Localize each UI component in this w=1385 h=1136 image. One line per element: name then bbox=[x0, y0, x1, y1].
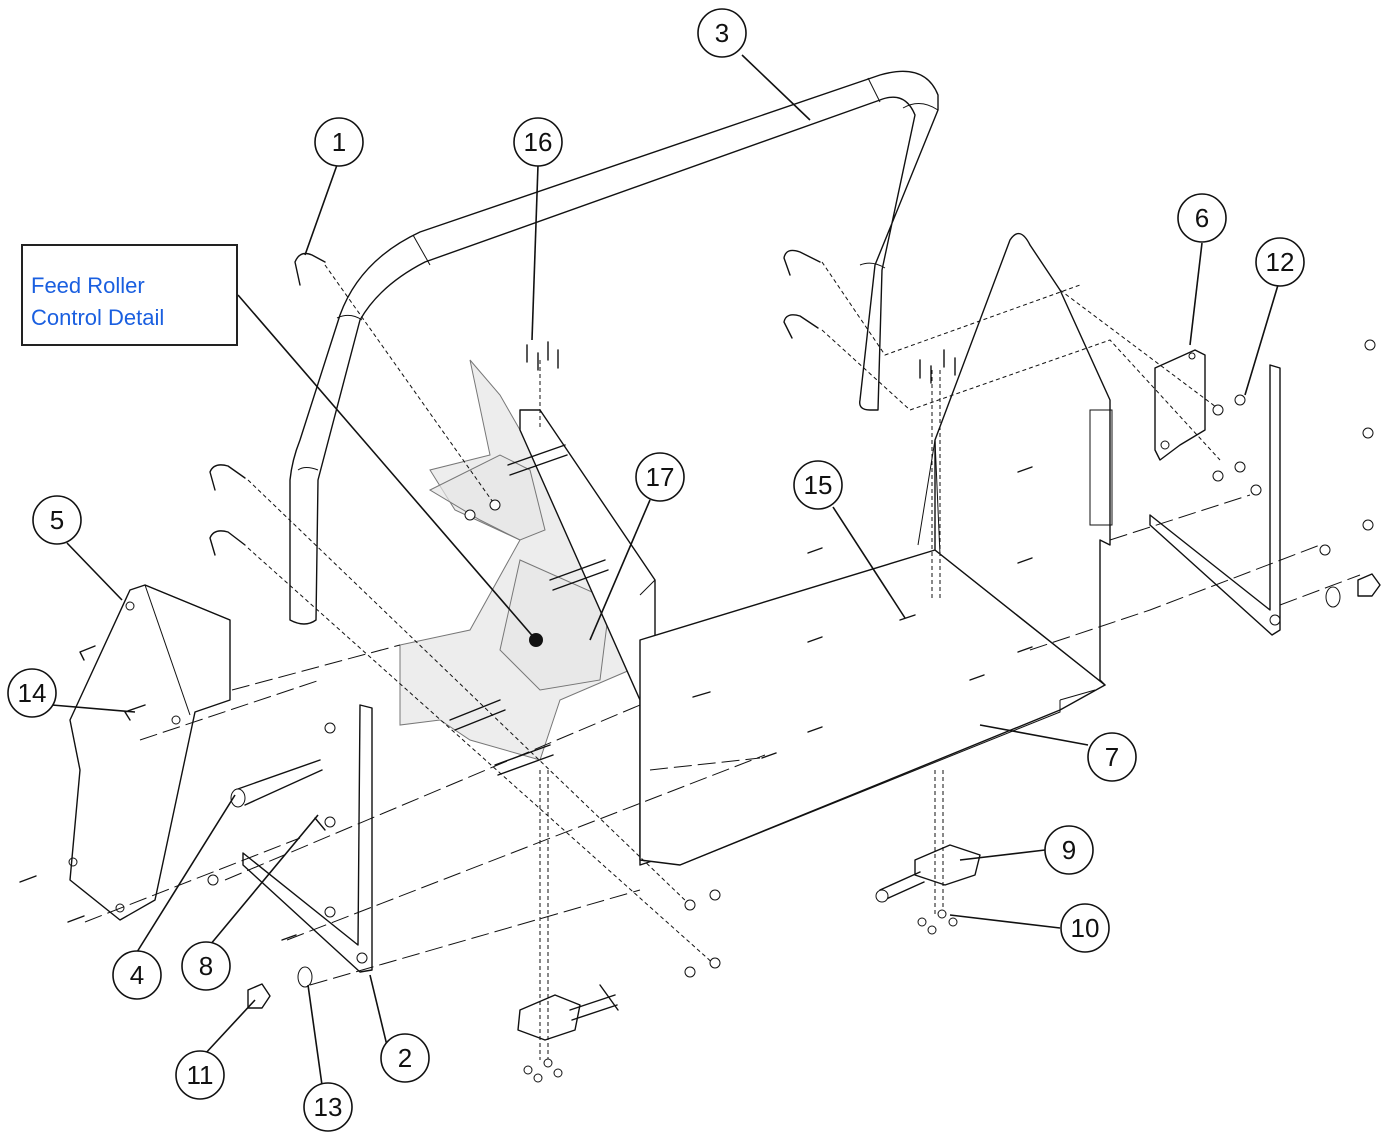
callout-circles bbox=[7, 8, 1305, 1132]
right-side-plate bbox=[917, 232, 1113, 686]
detail-dot bbox=[529, 633, 543, 647]
callout-2: 2 bbox=[398, 1043, 412, 1073]
callout-leaders bbox=[51, 54, 1279, 1086]
feed-roller-control-ghost bbox=[399, 359, 631, 761]
handle-hoop bbox=[289, 70, 939, 625]
callout-11: 11 bbox=[187, 1060, 214, 1090]
callout-13: 13 bbox=[314, 1092, 343, 1122]
crank-lower bbox=[517, 984, 619, 1041]
callout-9: 9 bbox=[1062, 835, 1076, 865]
callout-7: 7 bbox=[1105, 742, 1119, 772]
callout-1: 1 bbox=[332, 127, 346, 157]
feed-roller-detail-label: Feed Roller Control Detail bbox=[31, 273, 165, 330]
rods bbox=[230, 444, 609, 831]
u-bolts bbox=[209, 249, 821, 556]
callout-3: 3 bbox=[715, 18, 729, 48]
callout-4: 4 bbox=[130, 960, 144, 990]
hex-nuts bbox=[207, 339, 1376, 1083]
bracket-6 bbox=[1154, 349, 1206, 461]
callout-14: 14 bbox=[18, 678, 47, 708]
detail-leader bbox=[237, 294, 537, 641]
callout-numbers: 1 2 3 4 5 6 7 8 9 10 11 12 13 14 15 16 1… bbox=[18, 18, 1295, 1122]
callout-15: 15 bbox=[804, 470, 833, 500]
callout-10: 10 bbox=[1071, 913, 1100, 943]
left-cover-plate bbox=[68, 584, 231, 921]
bolts bbox=[19, 341, 1033, 941]
callout-5: 5 bbox=[50, 505, 64, 535]
right-angle-bracket bbox=[1149, 364, 1281, 636]
crank-9 bbox=[875, 844, 981, 903]
assembly-lines bbox=[84, 261, 1361, 1060]
callout-16: 16 bbox=[524, 127, 553, 157]
left-angle-bracket bbox=[242, 704, 373, 973]
callout-6: 6 bbox=[1195, 203, 1209, 233]
callout-8: 8 bbox=[199, 951, 213, 981]
feed-roller-detail-box: Feed Roller Control Detail bbox=[21, 244, 238, 346]
callout-12: 12 bbox=[1266, 247, 1295, 277]
callout-17: 17 bbox=[646, 462, 675, 492]
